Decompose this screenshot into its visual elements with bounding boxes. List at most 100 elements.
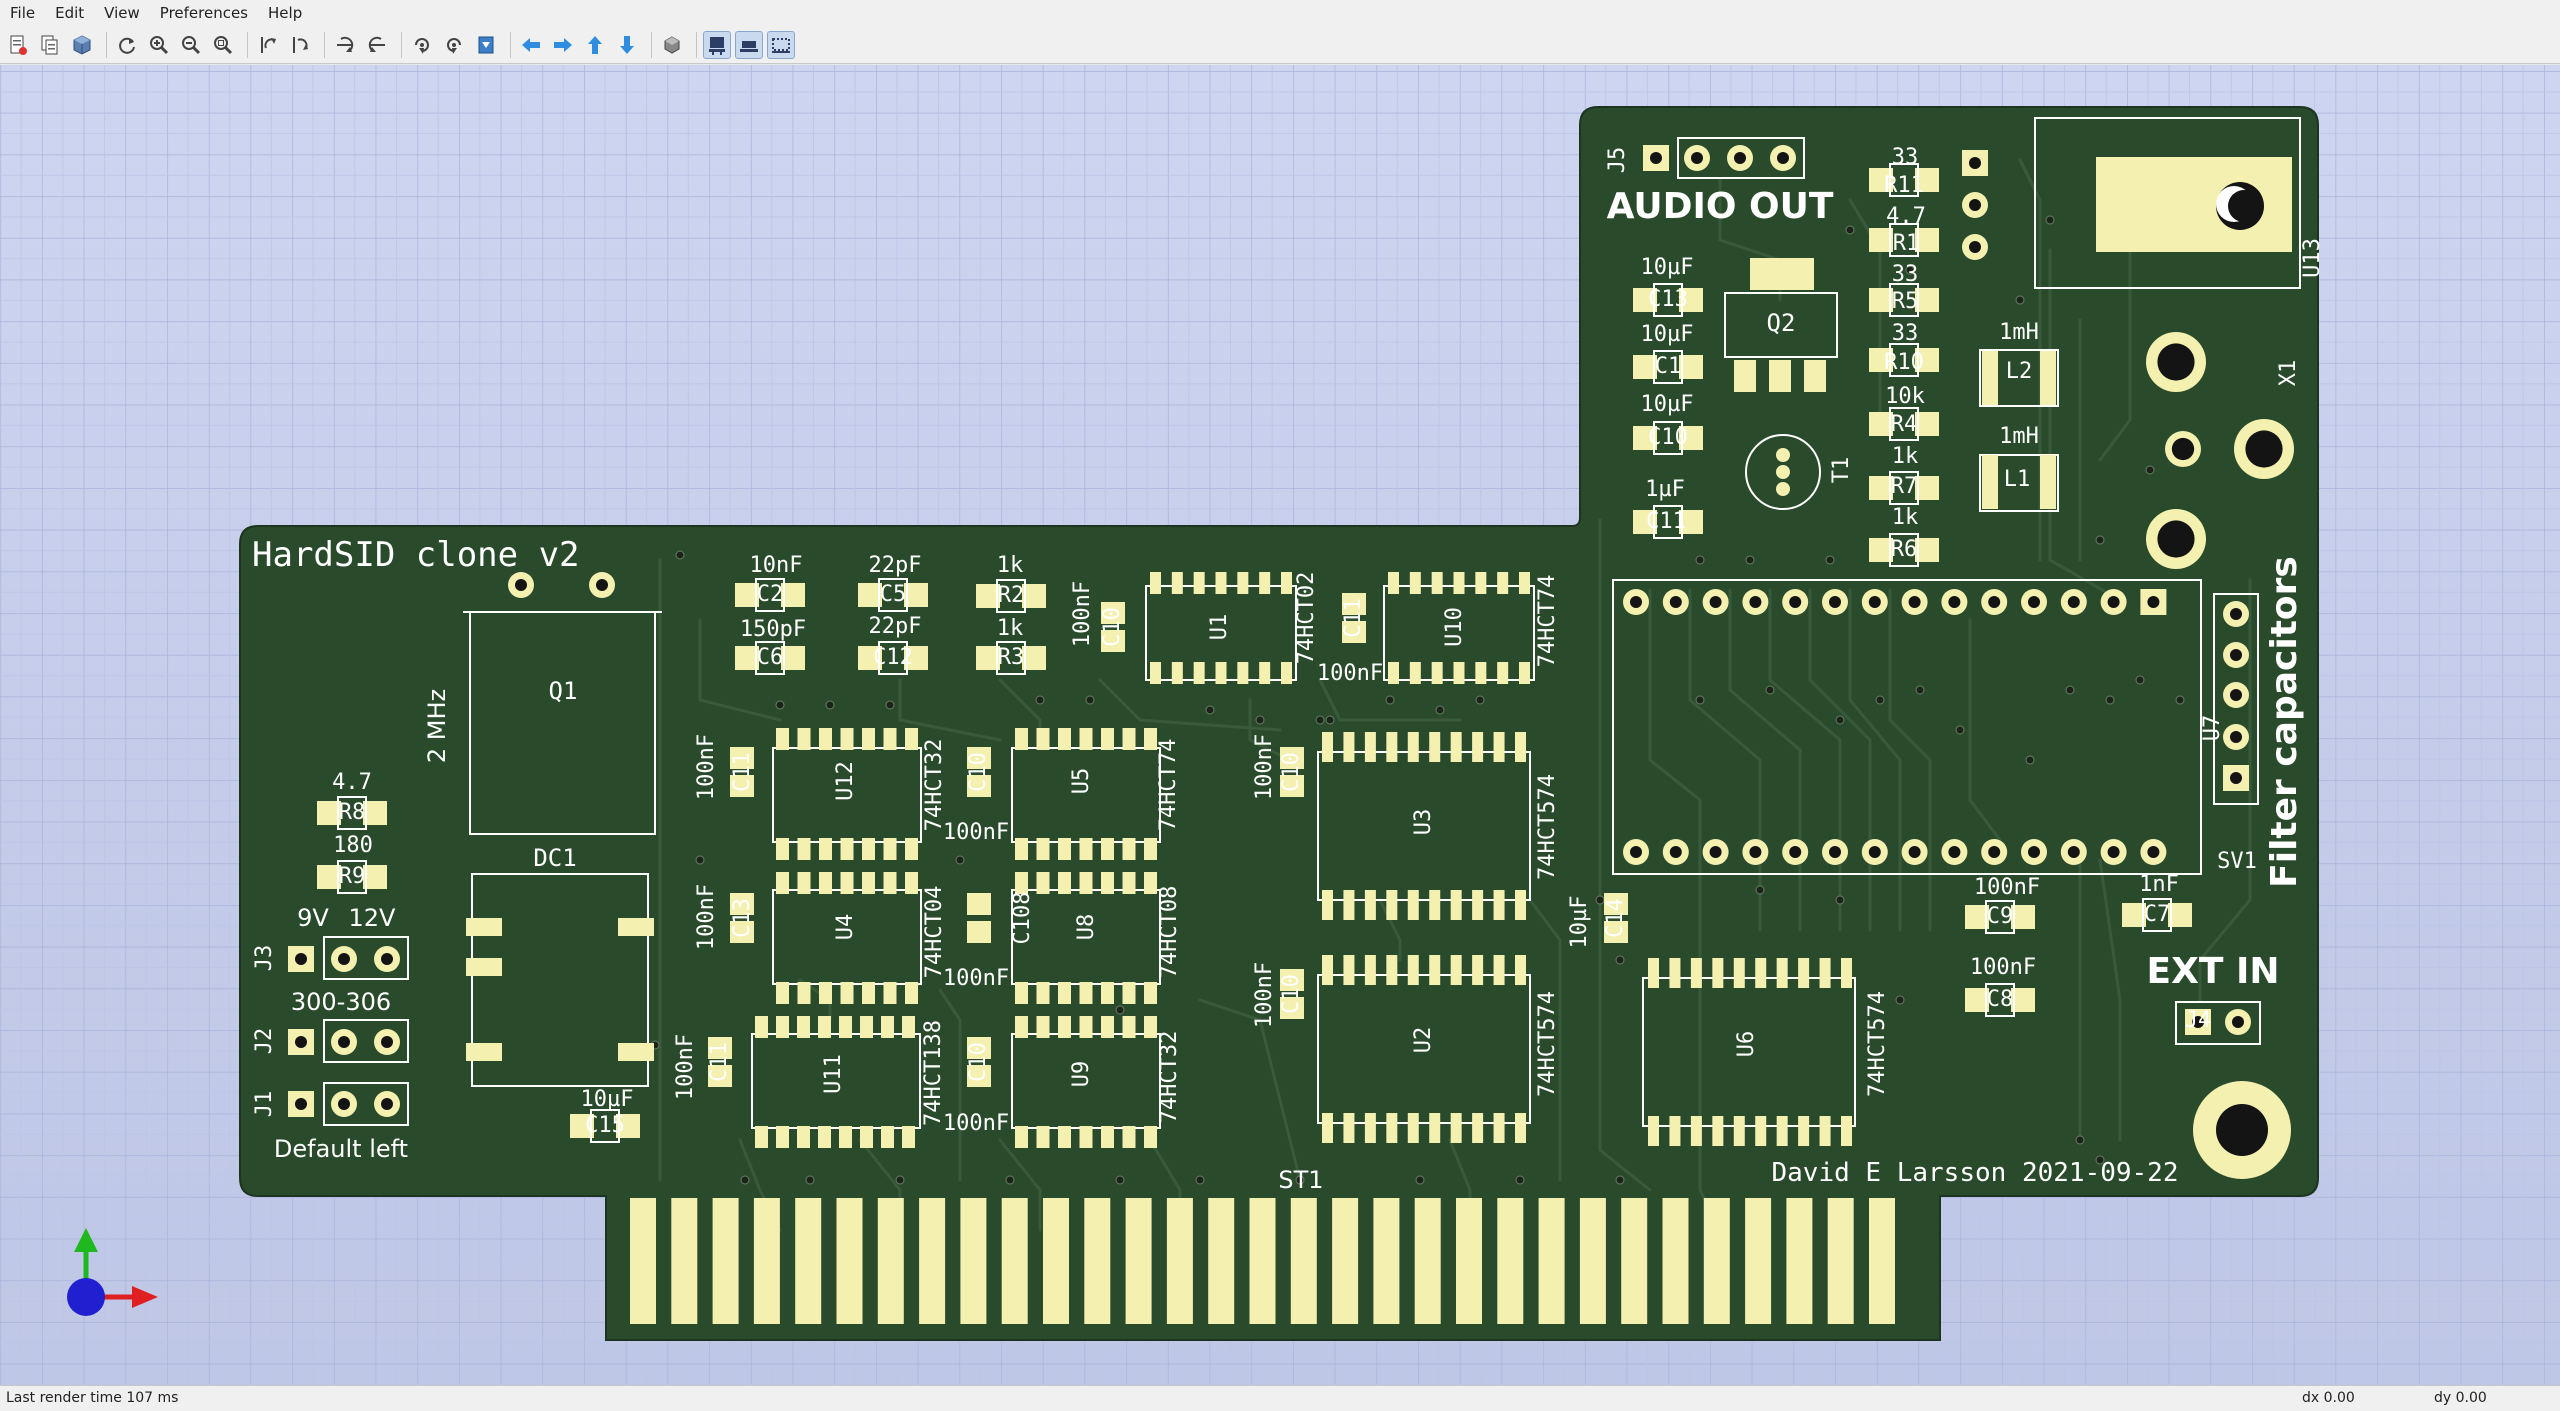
rotate-x-ccw-icon[interactable] bbox=[286, 31, 314, 59]
pad-hole bbox=[1630, 846, 1642, 858]
toolbar-separator bbox=[324, 31, 325, 58]
silkscreen-label: R3 bbox=[998, 645, 1025, 670]
ic-pin bbox=[1079, 728, 1093, 750]
ic-pin bbox=[818, 1016, 831, 1038]
rotate-z-ccw-icon[interactable] bbox=[440, 31, 468, 59]
menu-file[interactable]: File bbox=[10, 4, 36, 22]
ic-pin bbox=[840, 982, 854, 1004]
silkscreen-label: C8 bbox=[1987, 987, 2014, 1012]
page-icon[interactable] bbox=[36, 31, 64, 59]
silkscreen-label: U4 bbox=[833, 914, 858, 941]
pan-left-icon[interactable] bbox=[517, 31, 545, 59]
ic-pin bbox=[1150, 572, 1161, 594]
flip-board-icon[interactable] bbox=[472, 31, 500, 59]
via bbox=[2095, 535, 2105, 545]
ic-pin bbox=[1144, 838, 1157, 860]
3d-viewport[interactable]: HardSID clone v2 David E Larsson 2021-09… bbox=[0, 65, 2560, 1385]
silkscreen-label: R1 bbox=[1893, 231, 1920, 256]
ic-pin bbox=[1015, 728, 1028, 750]
smd-outline bbox=[1889, 223, 1919, 257]
silkscreen-label: U6 bbox=[1734, 1031, 1759, 1058]
silkscreen-label: 100nF bbox=[694, 884, 719, 950]
rotate-z-cw-icon[interactable] bbox=[408, 31, 436, 59]
view-through-hole-icon[interactable] bbox=[703, 30, 731, 59]
pad-hole bbox=[1669, 846, 1682, 858]
silkscreen-label: 74HCT574 bbox=[1865, 991, 1890, 1097]
via bbox=[2025, 755, 2035, 765]
ic-pin bbox=[1493, 955, 1505, 985]
view-virtual-icon[interactable] bbox=[767, 30, 795, 59]
ic-pin bbox=[818, 1126, 831, 1148]
ic-pin bbox=[1058, 872, 1071, 894]
zoom-fit-icon[interactable] bbox=[209, 31, 237, 59]
silkscreen-label: 100nF bbox=[943, 1111, 1009, 1136]
smd-pad bbox=[1280, 775, 1304, 797]
rotate-x-cw-icon[interactable] bbox=[254, 31, 282, 59]
menu-edit[interactable]: Edit bbox=[55, 4, 85, 22]
ic-pin bbox=[905, 838, 918, 860]
pad-hole bbox=[2107, 846, 2120, 858]
via bbox=[825, 700, 835, 710]
menu-preferences[interactable]: Preferences bbox=[159, 4, 249, 22]
u3-outline bbox=[1317, 751, 1531, 901]
view-smd-icon[interactable] bbox=[735, 30, 763, 59]
pan-up-icon[interactable] bbox=[581, 31, 609, 59]
silkscreen-label: J5 bbox=[1605, 147, 1630, 174]
silkscreen-label: U7 bbox=[2200, 715, 2225, 742]
smd-pad bbox=[2040, 351, 2056, 405]
via bbox=[675, 550, 685, 560]
3d-box-icon[interactable] bbox=[68, 31, 96, 59]
silkscreen-label: 10k bbox=[1885, 384, 1925, 409]
edge-finger bbox=[1290, 1198, 1317, 1324]
ic-pin bbox=[1237, 662, 1249, 684]
silkscreen-label: 100nF bbox=[694, 734, 719, 800]
via bbox=[1295, 1175, 1305, 1185]
j4-outline bbox=[2175, 1001, 2261, 1045]
zoom-in-icon[interactable] bbox=[145, 31, 173, 59]
silkscreen-label: 74HCT574 bbox=[1535, 774, 1560, 880]
ic-pin bbox=[1144, 1016, 1157, 1038]
edge-finger bbox=[1538, 1198, 1565, 1324]
refresh-icon[interactable] bbox=[113, 31, 141, 59]
ic-pin bbox=[1364, 732, 1376, 762]
ic-pin bbox=[1101, 872, 1114, 894]
edge-finger bbox=[1662, 1198, 1689, 1324]
pan-down-icon[interactable] bbox=[613, 31, 641, 59]
ic-pin bbox=[797, 982, 811, 1004]
silkscreen-label: 10µF bbox=[1641, 322, 1694, 347]
edge-finger bbox=[877, 1198, 904, 1324]
silkscreen-label: U9 bbox=[1069, 1061, 1094, 1088]
ic-pin bbox=[1733, 1116, 1745, 1146]
silkscreen-label: T1 bbox=[1829, 457, 1854, 484]
pad-hole bbox=[596, 579, 608, 591]
smd-pad bbox=[1750, 258, 1814, 290]
via bbox=[1035, 695, 1045, 705]
edge-finger bbox=[1786, 1198, 1813, 1324]
ic-pin bbox=[905, 728, 918, 750]
silkscreen-label: 1k bbox=[1892, 505, 1919, 530]
via bbox=[1315, 715, 1325, 725]
pad-hole bbox=[2028, 846, 2040, 858]
menu-view[interactable]: View bbox=[104, 4, 140, 22]
silkscreen-label: 100nF bbox=[1970, 955, 2036, 980]
pan-right-icon[interactable] bbox=[549, 31, 577, 59]
silkscreen-label: 74HCT08 bbox=[1157, 886, 1182, 979]
rotate-y-ccw-icon[interactable] bbox=[363, 31, 391, 59]
edge-finger bbox=[1745, 1198, 1772, 1324]
rotate-y-cw-icon[interactable] bbox=[331, 31, 359, 59]
ic-pin bbox=[1776, 1116, 1788, 1146]
ic-pin bbox=[1215, 662, 1227, 684]
u6-outline bbox=[1642, 977, 1856, 1127]
smd-outline bbox=[1653, 505, 1683, 539]
zoom-out-icon[interactable] bbox=[177, 31, 205, 59]
menu-help[interactable]: Help bbox=[268, 4, 303, 22]
edge-finger bbox=[1001, 1198, 1028, 1324]
ic-pin bbox=[1386, 1113, 1398, 1143]
ic-pin bbox=[1648, 958, 1659, 988]
silkscreen-label: L1 bbox=[2004, 467, 2031, 492]
ortho-icon[interactable] bbox=[658, 31, 686, 59]
via bbox=[1695, 555, 1705, 565]
ic-pin bbox=[1475, 662, 1487, 684]
new-file-icon[interactable] bbox=[4, 31, 32, 59]
u13-outline bbox=[2034, 117, 2301, 289]
